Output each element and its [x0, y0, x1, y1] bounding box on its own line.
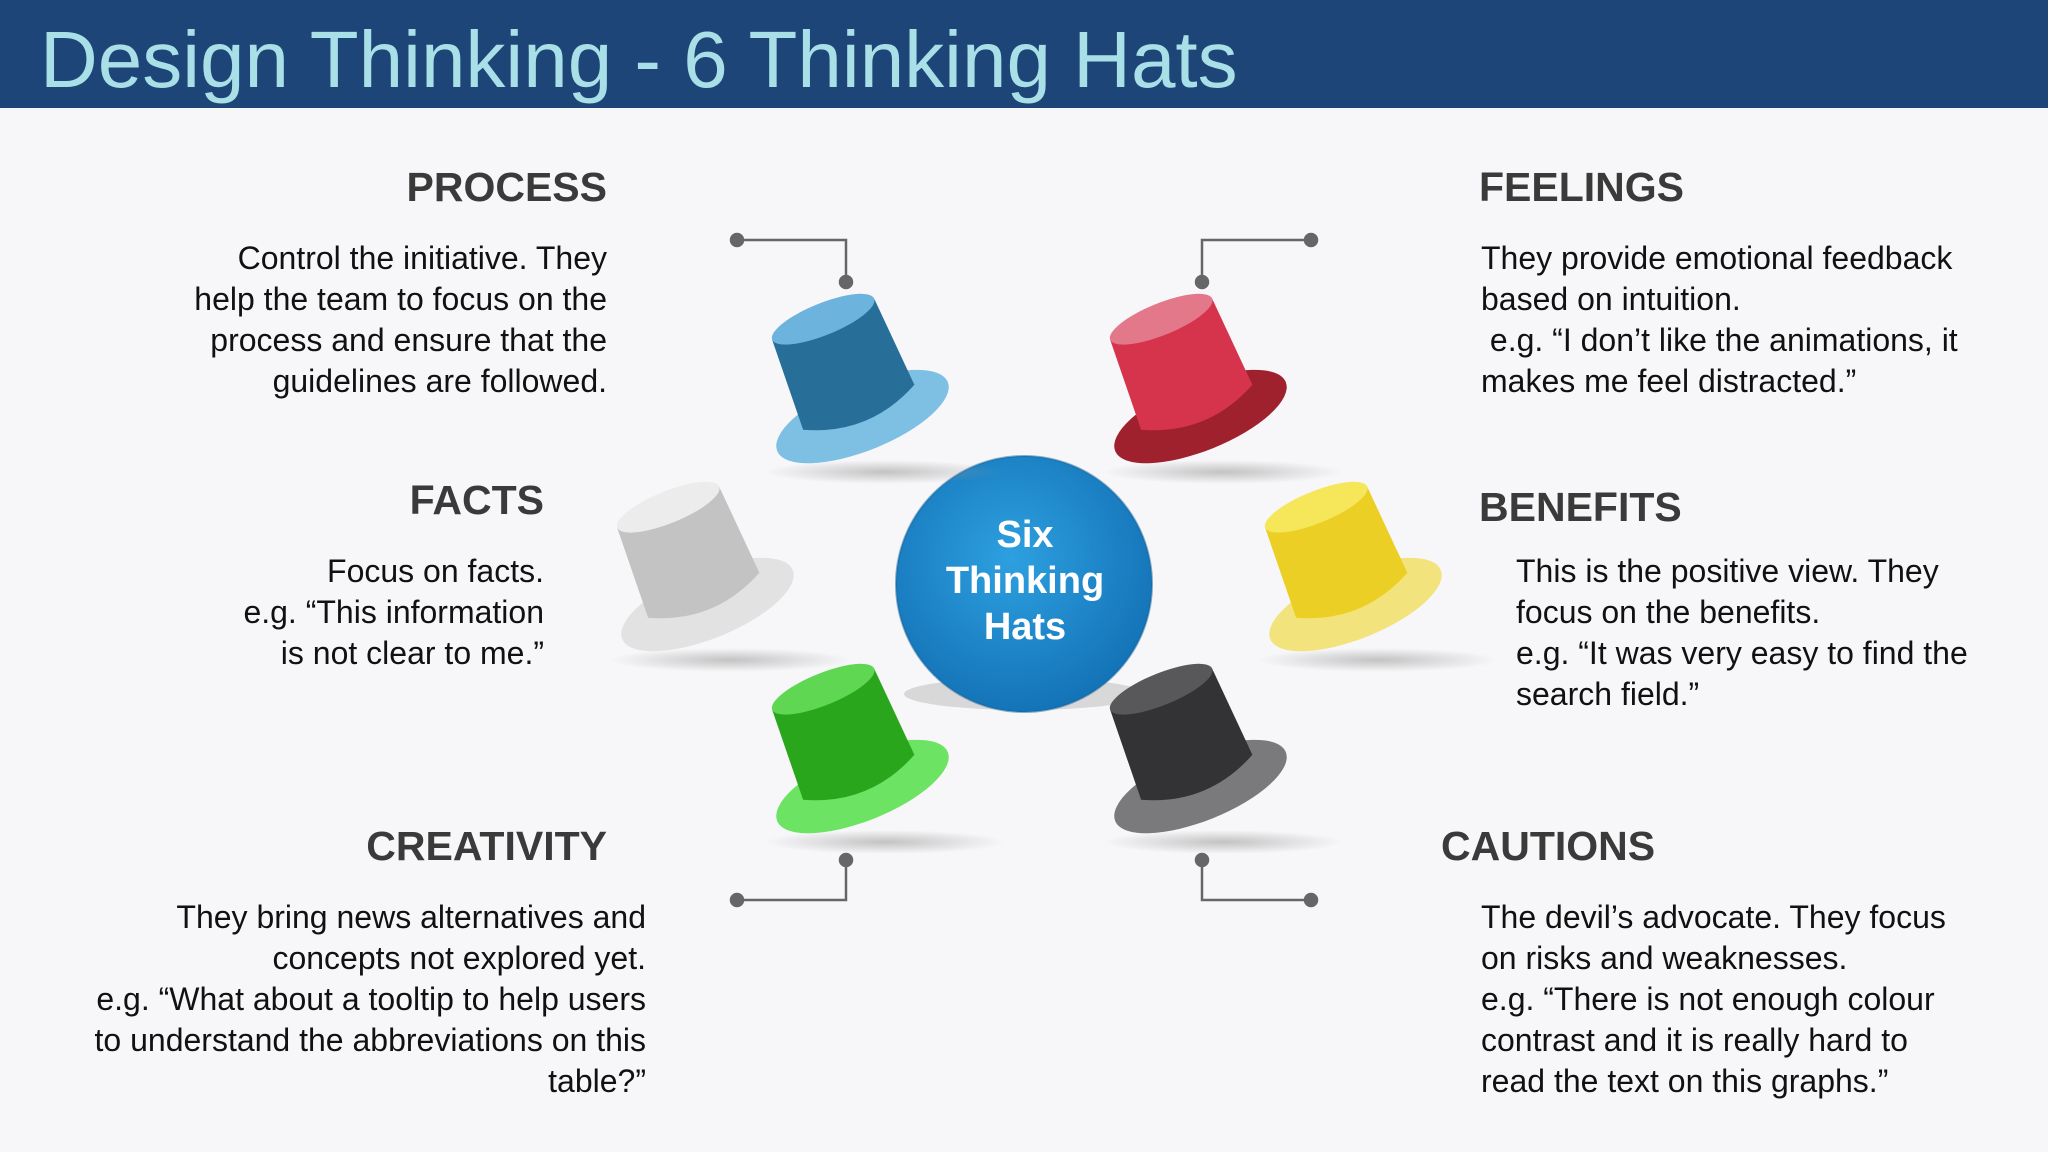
center-label: Six Thinking Hats: [895, 512, 1155, 650]
facts-line: e.g. “This information: [243, 594, 544, 630]
process-line: guidelines are followed.: [272, 363, 607, 399]
cautions-line: e.g. “There is not enough colour: [1481, 981, 1935, 1017]
creativity-line: They bring news alternatives and: [176, 899, 646, 935]
feelings-line: makes me feel distracted.”: [1481, 363, 1857, 399]
center-label-line: Hats: [983, 606, 1067, 648]
feelings-line: e.g. “I don’t like the animations, it: [1481, 322, 1958, 358]
cautions-heading: CAUTIONS: [1441, 823, 1656, 869]
creativity-line: to understand the abbreviations on this: [94, 1022, 646, 1058]
facts-heading: FACTS: [409, 477, 544, 523]
connector-process: [729, 232, 854, 290]
process-heading: PROCESS: [406, 164, 608, 210]
benefits-line: This is the positive view. They: [1516, 553, 1939, 589]
cautions-line: on risks and weaknesses.: [1481, 940, 1848, 976]
benefits-line: focus on the benefits.: [1516, 594, 1821, 630]
creativity-description: They bring news alternatives and concept…: [95, 897, 646, 1102]
center-circle: [895, 455, 1153, 713]
creativity-heading: CREATIVITY: [366, 823, 607, 869]
cautions-line: read the text on this graphs.”: [1481, 1063, 1889, 1099]
black-hat-icon: [1103, 663, 1343, 854]
white-hat-icon: [610, 481, 850, 672]
benefits-description: This is the positive view. They focus on…: [1516, 551, 1968, 715]
creativity-line: concepts not explored yet.: [272, 940, 646, 976]
feelings-heading: FEELINGS: [1479, 164, 1685, 210]
feelings-description: They provide emotional feedback based on…: [1481, 238, 1958, 402]
connector-cautions: [1194, 852, 1319, 908]
connector-feelings: [1194, 232, 1319, 290]
creativity-line: e.g. “What about a tooltip to help users: [96, 981, 646, 1017]
cautions-line: The devil’s advocate. They focus: [1481, 899, 1946, 935]
process-line: help the team to focus on the: [194, 281, 607, 317]
connector-creativity: [729, 852, 854, 908]
benefits-line: search field.”: [1516, 676, 1700, 712]
creativity-line: table?”: [548, 1063, 646, 1099]
title-bar: Design Thinking - 6 Thinking Hats: [0, 0, 2048, 108]
process-line: process and ensure that the: [210, 322, 607, 358]
facts-line: Focus on facts.: [327, 553, 544, 589]
red-hat-icon: [1103, 293, 1343, 484]
cautions-line: contrast and it is really hard to: [1481, 1022, 1908, 1058]
feelings-line: They provide emotional feedback: [1481, 240, 1953, 276]
feelings-line: based on intuition.: [1481, 281, 1741, 317]
cautions-description: The devil’s advocate. They focus on risk…: [1481, 897, 1946, 1102]
facts-description: Focus on facts. e.g. “This information i…: [243, 551, 544, 674]
blue-hat-icon: [765, 293, 1005, 484]
yellow-hat-icon: [1258, 481, 1498, 672]
process-line: Control the initiative. They: [237, 240, 607, 276]
facts-line: is not clear to me.”: [280, 635, 544, 671]
benefits-line: e.g. “It was very easy to find the: [1516, 635, 1968, 671]
green-hat-icon: [765, 663, 1005, 854]
page-title: Design Thinking - 6 Thinking Hats: [40, 15, 1238, 104]
benefits-heading: BENEFITS: [1479, 484, 1682, 530]
center-label-line: Six: [996, 514, 1054, 556]
center-label-line: Thinking: [945, 560, 1105, 602]
process-description: Control the initiative. They help the te…: [194, 238, 607, 402]
